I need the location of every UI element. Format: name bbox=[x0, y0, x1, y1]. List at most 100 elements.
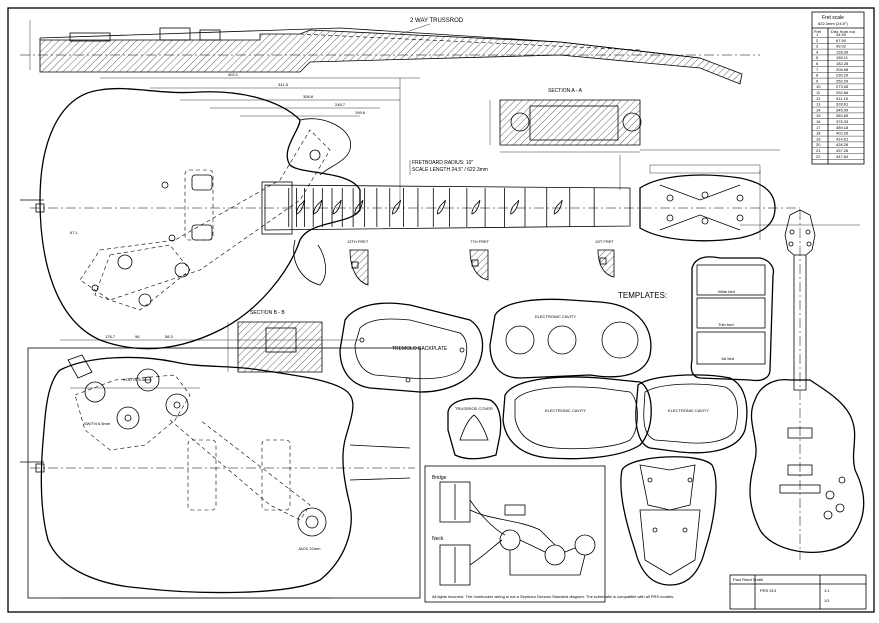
fret-table-distance-cell: 292.66 bbox=[836, 90, 849, 95]
body-back-view: VOL/TN 8.5mm SW/TN 6.5mm JACK 22mm bbox=[20, 347, 421, 599]
fret-table-fret-cell: 1 bbox=[816, 32, 819, 37]
fret-table-distance-cell: 273.06 bbox=[836, 84, 849, 89]
fret-table-fret-cell: 3 bbox=[816, 44, 819, 49]
fret-table-fret-cell: 11 bbox=[816, 90, 821, 95]
fret-table-header-fret: Fret bbox=[814, 29, 822, 34]
fret-table-fret-cell: 7 bbox=[816, 67, 819, 72]
fret-table-distance-cell: 99.02 bbox=[836, 44, 847, 49]
fret-table-header-dist: Dist. from nut bbox=[831, 29, 856, 34]
fret-table-distance-cell: 426.26 bbox=[836, 142, 849, 147]
fret-table-distance-cell: 156.11 bbox=[836, 55, 849, 60]
neck-side-profile: 2 WAY TRUSSROD bbox=[20, 18, 760, 85]
fret-table-distance-cell: 311.15 bbox=[836, 96, 849, 101]
dim-199: 199.6 bbox=[355, 110, 366, 115]
title-drawn: Paul Reed Smith bbox=[733, 577, 763, 582]
dim-341: 341.5 bbox=[278, 82, 289, 87]
fret-table-fret-cell: 10 bbox=[816, 84, 821, 89]
dim-58: 58.3 bbox=[165, 334, 174, 339]
fret-table-subtitle: 622.3mm (24.5") bbox=[818, 21, 848, 26]
dim-308: 308.8 bbox=[303, 94, 314, 99]
fret-12-label: 12TH FRET bbox=[347, 239, 369, 244]
sheet-border bbox=[7, 7, 875, 613]
jack-hole-label: JACK 22mm bbox=[298, 546, 321, 551]
fret-table-fret-cell: 9 bbox=[816, 78, 819, 83]
switch-hole-label: SW/TN 6.5mm bbox=[84, 421, 111, 426]
dim-67: 67.1 bbox=[70, 230, 79, 235]
fret-table-distance-cell: 328.61 bbox=[836, 102, 849, 107]
trussrod-cover-label: TRUSSROD COVER bbox=[455, 406, 493, 411]
inlay-a-label: Wide bird bbox=[718, 289, 735, 294]
bridge-pickup-label: Bridge bbox=[432, 475, 447, 481]
fret-table-fret-cell: 20 bbox=[816, 142, 821, 147]
bird-inlay bbox=[471, 199, 481, 215]
fret-table-distance-cell: 345.09 bbox=[836, 107, 849, 112]
electronic-cavity-left-label: ELECTRONIC CAVITY bbox=[545, 408, 586, 413]
neck-pickup-label: Neck bbox=[432, 536, 444, 542]
fret-table-distance-cell: 414.61 bbox=[836, 136, 849, 141]
fret-scale-table: Fret scale 622.3mm (24.5") Fret Dist. fr… bbox=[811, 11, 865, 165]
bird-inlay bbox=[437, 199, 446, 215]
electronic-cavity-template-right: ELECTRONIC CAVITY bbox=[635, 374, 748, 454]
fret-table-fret-cell: 16 bbox=[816, 119, 821, 124]
vol-knob-label: VOL/TN 8.5mm bbox=[123, 377, 151, 382]
section-a-label: SECTION A - A bbox=[548, 88, 583, 94]
body-top-view: 402.1 341.5 308.8 248.7 199.6 178.7 96 5… bbox=[20, 72, 800, 350]
fret-table-fret-cell: 21 bbox=[816, 148, 821, 153]
fret-table-fret-cell: 5 bbox=[816, 55, 819, 60]
fret-table-distance-cell: 389.18 bbox=[836, 125, 849, 130]
fret-table-title: Fret scale bbox=[822, 15, 844, 21]
fret-table-distance-cell: 360.65 bbox=[836, 113, 849, 118]
section-b-b: SECTION B - B bbox=[227, 310, 323, 373]
fret-table-fret-cell: 14 bbox=[816, 107, 821, 112]
electronic-cavity-template-left: ELECTRONIC CAVITY bbox=[502, 376, 652, 460]
title-scale: 1:1 bbox=[824, 588, 830, 593]
fret-table-distance-cell: 252.29 bbox=[836, 78, 849, 83]
fret-sections: 12TH FRET 7TH FRET 1ST FRET bbox=[347, 239, 615, 286]
fret-table-fret-cell: 22 bbox=[816, 154, 821, 159]
inlay-c-label: 1st bird bbox=[721, 356, 734, 361]
section-a-a: SECTION A - A bbox=[489, 88, 642, 153]
fret-table-distance-cell: 182.28 bbox=[836, 61, 849, 66]
bird-inlay bbox=[296, 199, 305, 215]
fret-table-distance-cell: 67.90 bbox=[836, 38, 847, 43]
fret-table-fret-cell: 18 bbox=[816, 131, 821, 136]
electronic-cavity-template-top: ELECTRONIC CAVITY bbox=[489, 298, 652, 379]
electronic-cavity-top-label: ELECTRONIC CAVITY bbox=[535, 314, 576, 319]
bird-inlay bbox=[332, 199, 342, 215]
inlay-templates: Wide bird Thin bird 1st bird bbox=[690, 256, 775, 382]
fret-table-fret-cell: 4 bbox=[816, 49, 819, 54]
bird-inlay bbox=[553, 199, 563, 215]
fret-table-distance-cell: 447.64 bbox=[836, 154, 849, 159]
bird-inlay bbox=[313, 199, 323, 215]
fret-table-distance-cell: 34.93 bbox=[836, 32, 847, 37]
scale-length: SCALE LENGTH 24.5" / 622.3mm bbox=[412, 167, 488, 173]
section-b-label: SECTION B - B bbox=[250, 310, 285, 316]
title-sheet: 1/1 bbox=[824, 598, 830, 603]
fret-table-distance-cell: 402.26 bbox=[836, 131, 849, 136]
dim-96: 96 bbox=[135, 334, 140, 339]
fret-table-fret-cell: 15 bbox=[816, 113, 821, 118]
inlay-b-label: Thin bird bbox=[718, 322, 734, 327]
bridge-cavity-template bbox=[620, 456, 717, 586]
fret-table-distance-cell: 230.29 bbox=[836, 73, 849, 78]
fret-table-fret-cell: 6 bbox=[816, 61, 819, 66]
title-block: Paul Reed Smith PRS 513 1:1 1/1 bbox=[729, 574, 867, 610]
fret-table-distance-cell: 206.98 bbox=[836, 67, 849, 72]
title-model: PRS 513 bbox=[760, 588, 777, 593]
truss-rod-label: 2 WAY TRUSSROD bbox=[410, 18, 464, 24]
dim-178: 178.7 bbox=[105, 334, 116, 339]
fret-table-distance-cell: 437.26 bbox=[836, 148, 849, 153]
fret-table-distance-cell: 128.39 bbox=[836, 49, 849, 54]
trusssrod-cover-template: TRUSSROD COVER bbox=[447, 397, 502, 460]
dim-402: 402.1 bbox=[228, 72, 239, 77]
electronic-cavity-right-label: ELECTRONIC CAVITY bbox=[668, 408, 709, 413]
fret-table-fret-cell: 13 bbox=[816, 102, 821, 107]
fret-table-distance-cell: 375.33 bbox=[836, 119, 849, 124]
headstock-top-view bbox=[639, 149, 780, 242]
fretboard-radius: FRETBOARD RADIUS: 10" bbox=[412, 160, 473, 166]
tremolo-backplate-template: TREMOLO BACKPLATE bbox=[339, 302, 484, 393]
bird-inlay bbox=[354, 199, 364, 215]
wiring-diagram: Bridge Neck All lights incorrect. The hu… bbox=[424, 465, 674, 603]
dim-248: 248.7 bbox=[335, 102, 346, 107]
